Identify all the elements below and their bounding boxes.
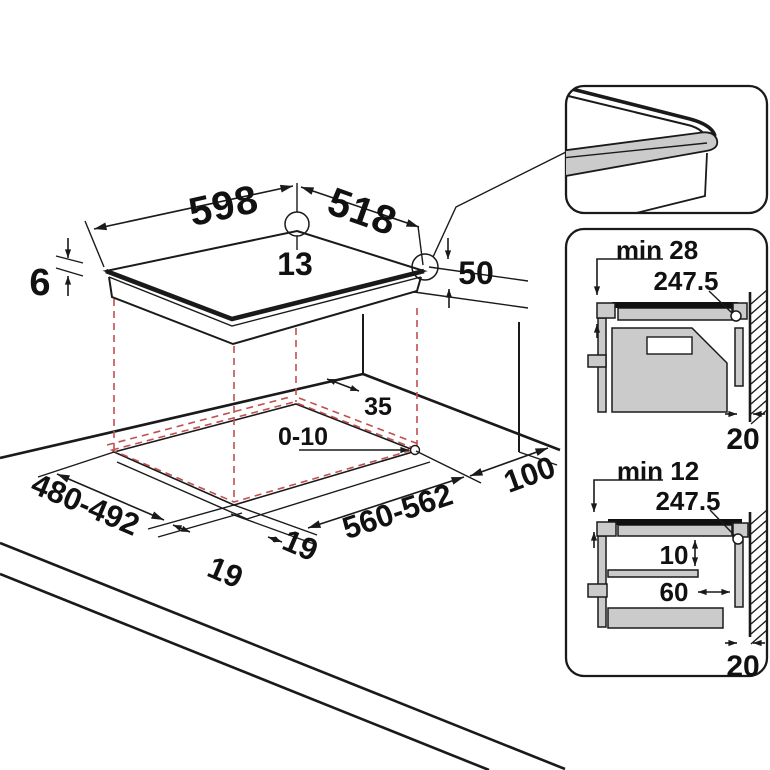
cutout-corner-marker [409,444,421,456]
dim-rear-clearance-label: 35 [364,393,392,421]
dim-rear-clearance-line [326,378,360,392]
cutout-dashed-projection [106,299,422,503]
cabinet-bracket-drawer [587,583,608,598]
worktop-cutout-view: 480-492 560-562 100 35 0-10 19 19 [0,299,566,770]
hob-glass-underside [108,276,422,327]
install-depth-label-oven: 247.5 [653,266,718,296]
hob-isometric-view: 598 518 13 6 50 [29,151,567,346]
hob-glass-section-drawer [608,519,742,525]
glass-edge-band [566,131,719,179]
corner-detail-content [566,86,719,213]
wall-hatching-drawer [750,509,768,645]
dim-depth-label: 518 [322,180,402,245]
counter-back-right-edge [362,372,561,452]
counter-section-drawer [617,524,733,537]
hob-glass-section-oven [612,302,738,308]
dim-inset-left-label: 19 [203,550,248,596]
drawer-section: min 12 247.5 10 60 20 [587,456,768,683]
depth-leader-oven [708,290,733,314]
oven-body [611,327,728,413]
counter-front-edge [0,541,566,770]
dim-inset-left-line [172,524,191,533]
min-clearance-hook-oven [593,258,663,295]
cabinet-bracket-oven [587,354,607,368]
install-depth-label-drawer: 247.5 [655,486,720,516]
depth-marker-oven [730,310,742,322]
dim-width-line [93,184,294,231]
cross-section-panel: min 28 247.5 20 [564,227,769,683]
hob-glass-front-edges [105,268,425,322]
corner-detail-panel [564,84,769,215]
dim-width-label: 598 [185,177,263,235]
dim-cutout-width-label: 560-562 [338,477,457,546]
depth-marker-drawer [732,533,744,545]
rear-spacer-strip-drawer [734,539,744,608]
dim-side-clearance-label: 100 [499,449,560,500]
min-clearance-label-drawer: min 12 [617,456,699,486]
counter-back-left-edge [0,372,364,460]
oven-vent [646,336,693,355]
dim-corner-play-label: 0-10 [278,423,328,451]
dim-depth-line [300,186,420,228]
cabinet-corner-below [627,152,708,213]
dim-body-height-label: 50 [458,255,494,291]
cabinet-side-panel-drawer [597,535,607,628]
dim-cutout-depth-line [56,473,165,521]
drawer-box [607,607,724,629]
dim-cutout-depth-label: 480-492 [26,466,144,543]
hob-extension-lines [55,183,529,309]
dim-glass-thickness-label: 6 [29,262,50,304]
cutout-extension-lines [37,450,482,545]
left-trim-block-oven [596,302,616,319]
dim-center-label: 13 [277,246,313,282]
corner-detail-circle [411,253,439,281]
dim-inset-front-label: 19 [278,523,323,569]
corner-detail-leader [432,151,567,258]
glass-edge-band-inner-line [566,142,708,159]
counter-section-oven [617,307,733,321]
glass-top-far-edge [566,86,717,137]
dim-cutout-width-line [307,476,465,529]
counter-slab-bottom-edge [0,572,490,770]
glass-projection-front-left [116,461,248,520]
min-clearance-hook-drawer [590,479,663,512]
dim-inset-front-line [267,536,283,543]
min-clearance-label-oven: min 28 [616,235,698,265]
dim-side-clearance-line [469,447,549,477]
wall-gap-label-oven: 20 [726,423,759,456]
shelf-panel [607,569,699,578]
wall-gap-label-drawer: 20 [726,650,759,683]
left-trim-block-drawer [596,521,617,537]
shelf-gap-label: 10 [660,540,689,570]
rear-spacer-strip-oven [734,327,744,387]
shelf-depth-label: 60 [660,577,689,607]
oven-section: min 28 247.5 20 [587,235,768,456]
depth-leader-drawer [709,509,735,536]
